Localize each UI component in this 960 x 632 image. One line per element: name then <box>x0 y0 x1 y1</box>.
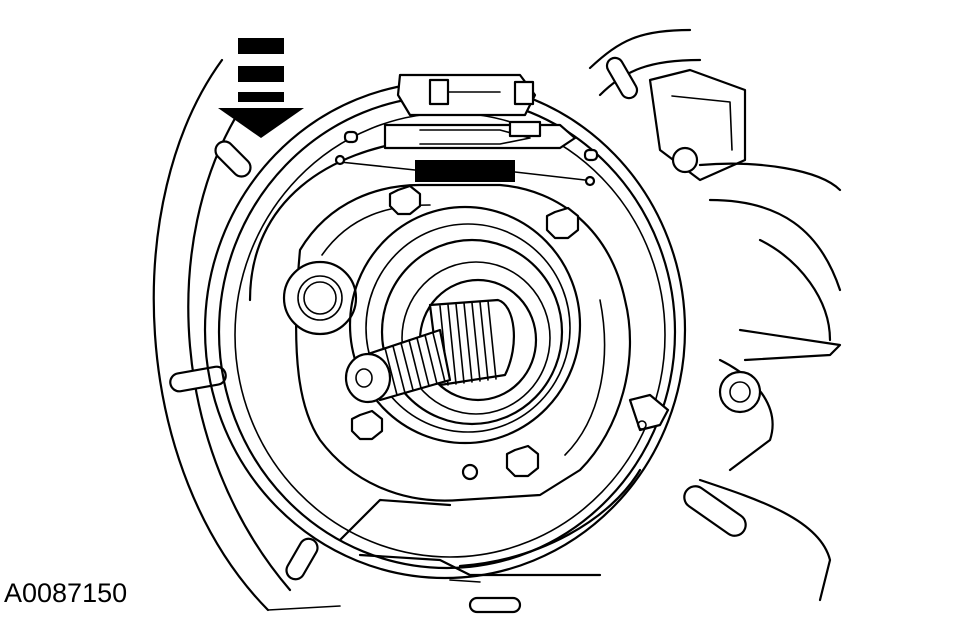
wheel-hub <box>348 205 582 445</box>
splined-axle-shaft <box>344 298 516 404</box>
lower-anchor <box>338 498 602 583</box>
return-spring <box>415 160 515 182</box>
backing-plate-rivets <box>350 184 580 481</box>
axle-threads <box>384 332 446 396</box>
direction-arrow-down <box>218 38 304 138</box>
anchor-pin-boss <box>282 260 358 336</box>
dust-shield-outline <box>152 58 341 612</box>
adjuster-assembly <box>334 73 599 187</box>
figure-id-label: A0087150 <box>4 578 128 608</box>
shield-slot-tabs <box>169 56 747 614</box>
steering-knuckle <box>588 28 842 602</box>
parking-brake-clip <box>628 393 670 432</box>
